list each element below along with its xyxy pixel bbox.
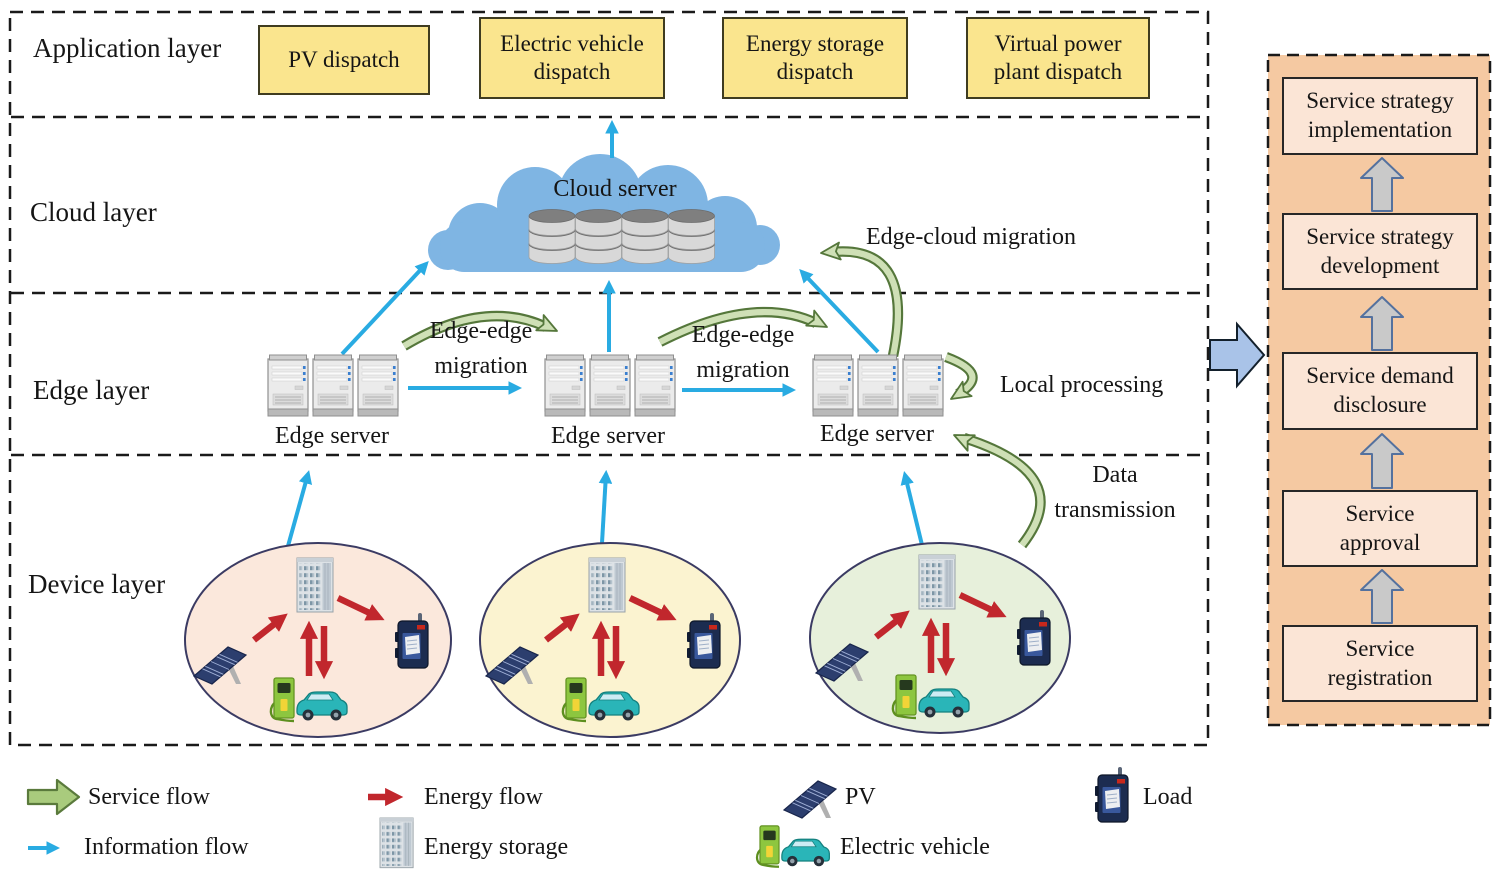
step-service-demand-disclosure: Service demand disclosure — [1282, 352, 1478, 430]
step-label: Service registration — [1327, 635, 1433, 690]
device-layer-label: Device layer — [28, 569, 166, 599]
edge-server-label-2: Edge server — [551, 423, 665, 449]
edge-layer-label: Edge layer — [33, 375, 150, 405]
device-ellipse-2 — [479, 542, 741, 738]
step-label: Service strategy implementation — [1306, 88, 1454, 142]
step-label: Service strategy development — [1306, 223, 1454, 278]
legend-electric-vehicle-label: Electric vehicle — [840, 834, 990, 860]
up-arrow-icon — [1360, 296, 1404, 351]
app-box-vpp-dispatch: Virtual power plant dispatch — [966, 17, 1150, 99]
device-ellipse-1 — [184, 542, 452, 738]
app-box-energy-storage-dispatch: Energy storage dispatch — [722, 17, 908, 99]
legend-service-flow-label: Service flow — [88, 784, 210, 810]
edge-server-label-1: Edge server — [275, 423, 389, 449]
app-box-pv-dispatch: PV dispatch — [258, 25, 430, 95]
device-ellipse-3 — [809, 542, 1071, 734]
edge-cloud-migration-label: Edge-cloud migration — [866, 224, 1076, 250]
up-arrow-icon — [1360, 569, 1404, 624]
edge-edge-migration-label-1: Edge-edge migration — [429, 318, 533, 379]
edge-cloud-migration-arc — [820, 241, 904, 358]
step-label: Service demand disclosure — [1306, 363, 1454, 417]
data-transmission-arc — [953, 432, 1046, 549]
legend-energy-flow-label: Energy flow — [424, 784, 543, 810]
service-flow-arcs — [401, 241, 1046, 549]
legend-icons — [26, 766, 1129, 869]
step-service-approval: Service approval — [1282, 490, 1478, 567]
edge-edge-migration-arc-2 — [657, 306, 828, 347]
up-arrow-icon — [1360, 157, 1404, 212]
step-label: Service approval — [1339, 500, 1421, 555]
legend-pv-icon — [783, 780, 837, 819]
step-service-strategy-development: Service strategy development — [1282, 213, 1478, 290]
legend-energy-storage-label: Energy storage — [424, 834, 569, 860]
data-transmission-label: Data transmission — [1054, 462, 1176, 523]
up-arrow-icon — [1360, 433, 1404, 489]
service-step-arrows — [1360, 157, 1404, 624]
edge-edge-migration-arc-1 — [401, 310, 558, 351]
legend-load-icon — [1094, 766, 1129, 823]
edge-server-label-3: Edge server — [820, 421, 934, 447]
cloud-layer-label: Cloud layer — [30, 197, 157, 227]
application-layer-label: Application layer — [33, 33, 222, 63]
legend-electric-vehicle-icon — [755, 824, 831, 868]
main-frame — [8, 10, 1210, 747]
edge-server-cluster-2 — [545, 355, 675, 416]
edge-server-cluster-1 — [268, 355, 398, 416]
legend-pv-label: PV — [845, 784, 876, 810]
local-processing-arc — [944, 352, 978, 400]
information-flow-arrows — [286, 119, 924, 547]
cloud-server-label: Cloud server — [553, 176, 677, 202]
edge-server-cluster-3 — [813, 355, 943, 416]
local-processing-label: Local processing — [1000, 372, 1164, 398]
edge-edge-migration-label-2: Edge-edge migration — [691, 322, 795, 383]
legend-information-flow-label: Information flow — [84, 834, 249, 860]
legend-energy-storage-icon — [379, 817, 414, 869]
app-box-ev-dispatch: Electric vehicle dispatch — [479, 17, 665, 99]
legend-load-label: Load — [1143, 784, 1193, 810]
diagram-to-panel-arrow-icon — [1209, 321, 1266, 389]
step-service-registration: Service registration — [1282, 625, 1478, 702]
step-service-strategy-implementation: Service strategy implementation — [1282, 77, 1478, 155]
cloud-database-stacks — [529, 210, 715, 264]
service-flow-arrow-icon — [26, 778, 81, 816]
